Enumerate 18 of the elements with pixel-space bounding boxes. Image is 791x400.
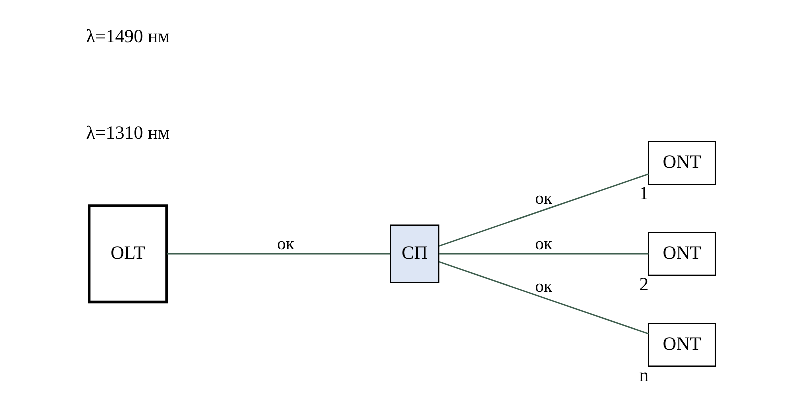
edge-label: ок: [535, 277, 552, 296]
node-label: n: [639, 365, 649, 386]
label: λ=1310 нм: [86, 122, 170, 144]
connector: [439, 253, 649, 255]
edge-label: ок: [277, 234, 294, 254]
node-label: 1: [639, 184, 649, 205]
edge-label: ок: [535, 188, 552, 208]
label: λ=1490 нм: [86, 26, 170, 48]
node-box: OLT: [88, 204, 168, 304]
connector: [167, 253, 391, 255]
node-box: ONT: [648, 232, 716, 276]
connector: [439, 261, 650, 335]
node-box: СП: [390, 224, 440, 284]
node-label: 2: [639, 274, 649, 296]
edge-label: ок: [535, 234, 552, 254]
node-box: ONT: [648, 322, 716, 368]
node-box: ONT: [648, 141, 716, 186]
connector: [439, 174, 650, 247]
